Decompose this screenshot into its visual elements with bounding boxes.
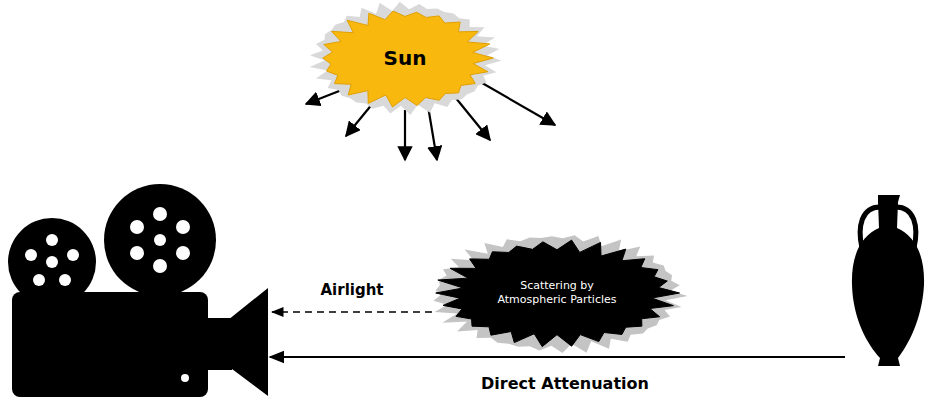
movie-camera bbox=[8, 184, 268, 397]
vase bbox=[852, 195, 924, 366]
node-text: Scattering by Atmospheric Particles bbox=[497, 279, 617, 307]
sun-ray bbox=[404, 110, 406, 160]
sun-ray bbox=[428, 106, 437, 160]
burst-glow bbox=[310, 2, 502, 115]
airlight-arrow bbox=[272, 311, 432, 313]
sun-ray bbox=[455, 97, 490, 140]
sun-burst: Sun bbox=[320, 10, 490, 106]
direct-attenuation-label: Direct Attenuation bbox=[481, 374, 649, 393]
burst-shape bbox=[323, 11, 493, 107]
scattering-burst: Scattering by Atmospheric Particles bbox=[439, 241, 675, 345]
burst-shape bbox=[436, 240, 680, 347]
burst-glow bbox=[433, 235, 687, 353]
direct-attenuation-arrow bbox=[270, 356, 845, 358]
node-text: Sun bbox=[384, 46, 427, 71]
airlight-label: Airlight bbox=[320, 281, 383, 299]
